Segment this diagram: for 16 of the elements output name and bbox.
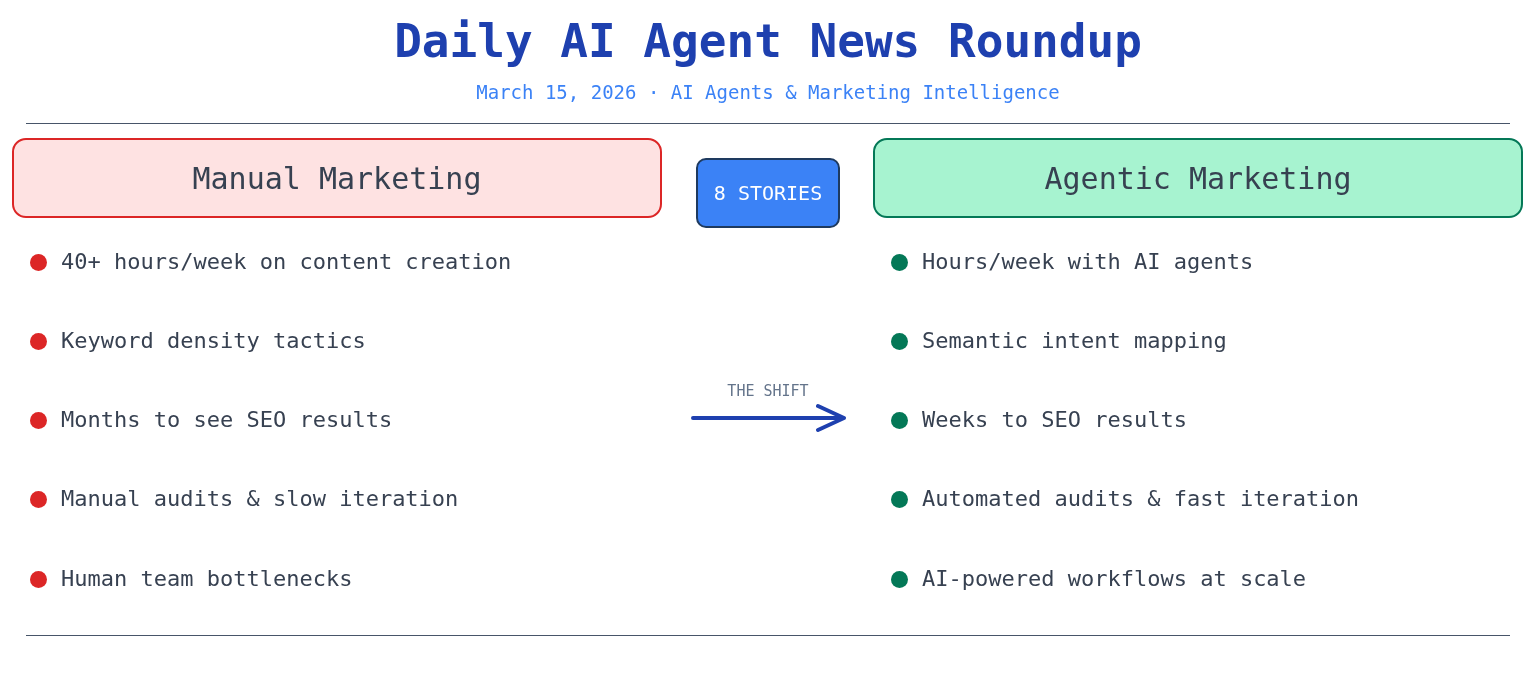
bullet-text: Human team bottlenecks [61, 565, 353, 593]
bullet-text: Months to see SEO results [61, 406, 393, 434]
title: Daily AI Agent News Roundup [393, 14, 1143, 68]
bullet-text: Keyword density tactics [61, 327, 366, 355]
bullet-text: Hours/week with AI agents [922, 248, 1254, 276]
bullet-text: 40+ hours/week on content creation [61, 248, 512, 276]
count-badge: 8 STORIES [696, 158, 840, 228]
bullet-text: Weeks to SEO results [922, 406, 1187, 434]
bullet-text: Automated audits & fast iteration [922, 485, 1360, 513]
arrow-caption: THE SHIFT [726, 382, 810, 400]
bullet-text: AI-powered workflows at scale [922, 565, 1307, 593]
bullet-text: Semantic intent mapping [922, 327, 1227, 355]
bullet-text: Manual audits & slow iteration [61, 485, 459, 513]
subtitle: March 15, 2026 · AI Agents & Marketing Intelligence [475, 81, 1061, 103]
column-header: Manual Marketing [12, 138, 662, 218]
column-header: Agentic Marketing [873, 138, 1523, 218]
